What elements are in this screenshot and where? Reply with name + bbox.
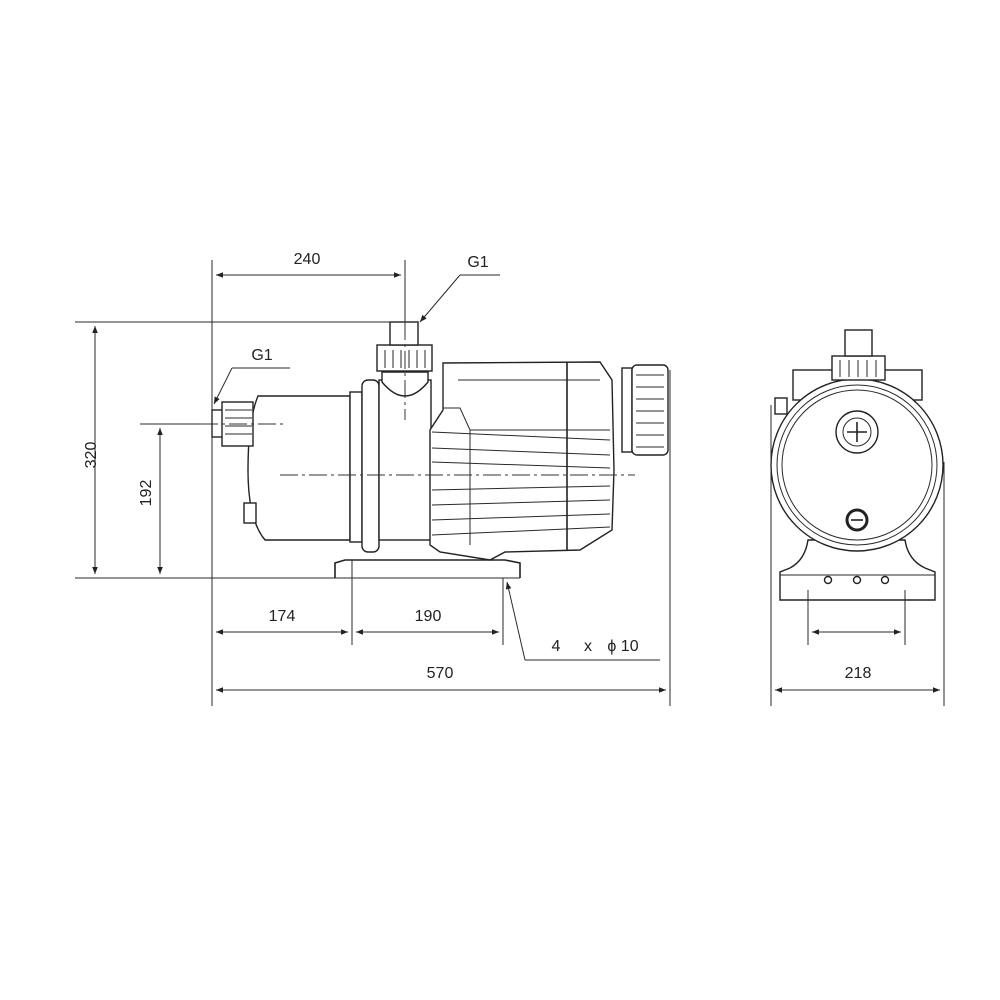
holes-count-label: 4 [552, 638, 561, 655]
inlet-thread-label: G1 [251, 347, 272, 364]
dim-320-label: 320 [83, 442, 100, 469]
dim-240-label: 240 [294, 251, 321, 268]
dim-174-label: 174 [269, 608, 296, 625]
side-view-pump [200, 321, 669, 578]
dim-190-label: 190 [415, 608, 442, 625]
front-view-dimensions: 218 [770, 405, 945, 706]
dim-218-label: 218 [845, 665, 872, 682]
holes-diameter-label: ϕ 10 [607, 638, 638, 655]
dim-192-label: 192 [138, 480, 155, 507]
motor-fins [431, 430, 611, 545]
front-view-pump [770, 329, 944, 601]
outlet-thread-label: G1 [467, 254, 488, 271]
holes-x-label: x [584, 638, 592, 655]
side-view-dimensions: 240 G1 G1 320 192 174 190 4 x ϕ 10 570 [75, 251, 671, 706]
dim-570-label: 570 [427, 665, 454, 682]
